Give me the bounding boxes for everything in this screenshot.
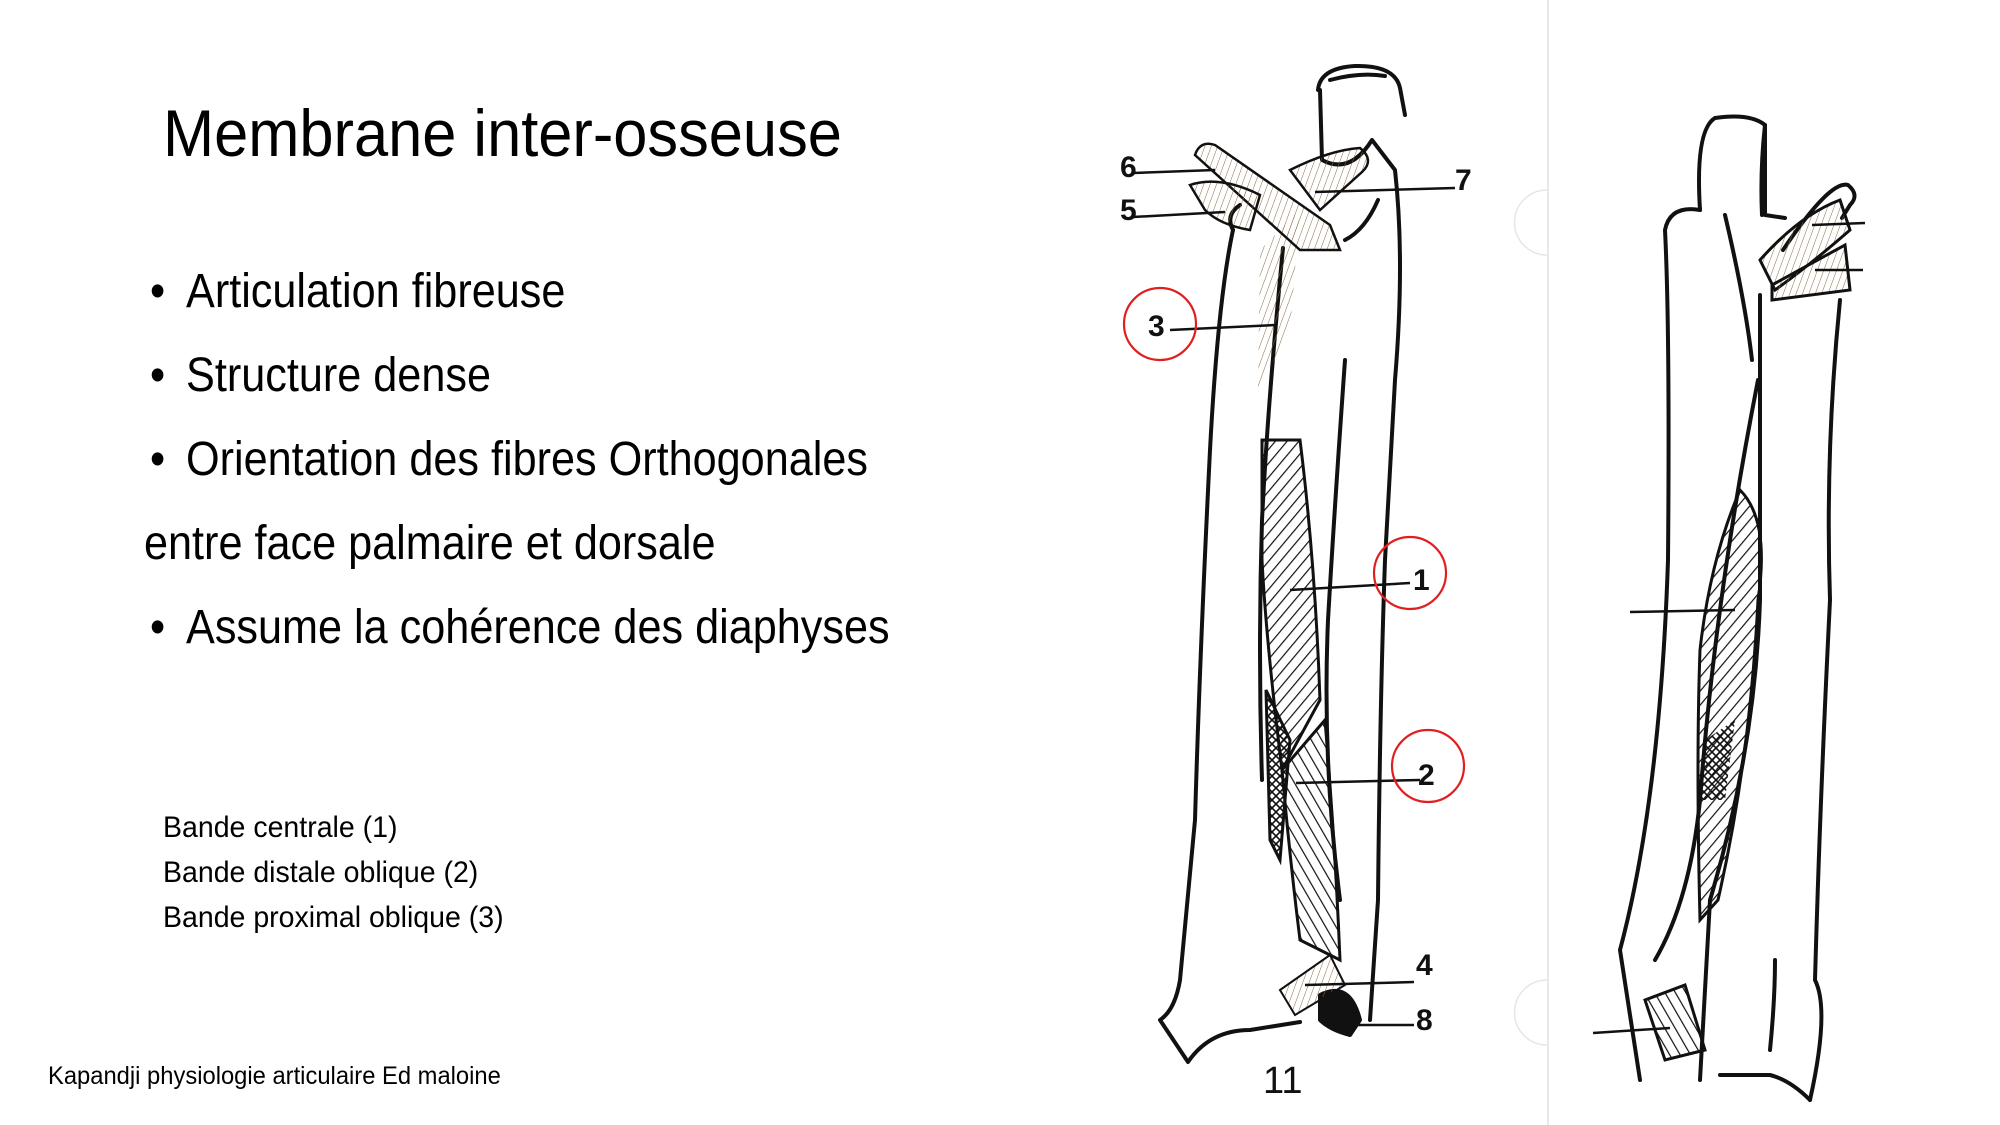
- legend-item-central-band: Bande centrale (1): [163, 811, 398, 844]
- posterior-membrane: [1643, 198, 1852, 1062]
- central-band: [1260, 438, 1322, 775]
- bullet-list: •Articulation fibreuse •Structure dense …: [144, 250, 1050, 670]
- figure-number: 11: [1263, 1060, 1302, 1102]
- figure-legend: Bande centrale (1) Bande distale oblique…: [163, 805, 522, 940]
- legend-item-proximal-oblique-band: Bande proximal oblique (3): [163, 901, 504, 934]
- bullet-marker: •: [150, 433, 166, 486]
- distal-oblique-band-crosshatch: [1264, 689, 1292, 866]
- slide-title: Membrane inter-osseuse: [163, 96, 842, 170]
- highlight-circle-1: [1372, 535, 1448, 611]
- panel-divider: [1547, 0, 1549, 1125]
- legend-item-distal-oblique-band: Bande distale oblique (2): [163, 856, 479, 889]
- bullet-text: Orientation des fibres Orthogonales: [186, 433, 868, 486]
- forearm-illustration: 6 5 7 3 1 2 4 8 11: [1120, 63, 1866, 1102]
- label-1: 1: [1413, 564, 1430, 597]
- distal-oblique-band: [1280, 716, 1342, 963]
- anterior-view-labels: [1132, 168, 1456, 1027]
- bullet-item: • Orientation des fibres Orthogonales: [150, 418, 960, 502]
- label-7: 7: [1455, 164, 1472, 197]
- interosseous-membrane: [1188, 142, 1370, 1017]
- label-8: 8: [1416, 1004, 1433, 1037]
- label-6: 6: [1120, 151, 1137, 184]
- label-4: 4: [1416, 949, 1433, 982]
- bullet-text: Articulation fibreuse: [186, 265, 566, 318]
- bullet-marker: •: [150, 349, 166, 402]
- highlight-circles: [1122, 286, 1466, 804]
- highlight-circle-3: [1122, 286, 1198, 362]
- label-5: 5: [1120, 194, 1137, 227]
- bullet-item: • Assume la cohérence des diaphyses: [150, 586, 960, 670]
- source-citation: Kapandji physiologie articulaire Ed malo…: [48, 1062, 501, 1090]
- bullet-item: • Structure dense: [150, 334, 960, 418]
- posterior-view-leaders: [1592, 221, 1866, 1035]
- label-3: 3: [1148, 310, 1165, 343]
- bullet-marker: •: [150, 601, 166, 654]
- label-2: 2: [1418, 759, 1435, 792]
- bullet-item: • Articulation fibreuse: [150, 250, 960, 334]
- bullet-text: entre face palmaire et dorsale: [144, 517, 716, 570]
- bullet-marker: •: [150, 265, 166, 318]
- bullet-text: Structure dense: [186, 349, 491, 402]
- bullet-text: Assume la cohérence des diaphyses: [186, 601, 890, 654]
- bullet-continuation: entre face palmaire et dorsale: [144, 502, 959, 586]
- highlight-circle-2: [1390, 728, 1466, 804]
- proximal-oblique-band: [1258, 210, 1300, 390]
